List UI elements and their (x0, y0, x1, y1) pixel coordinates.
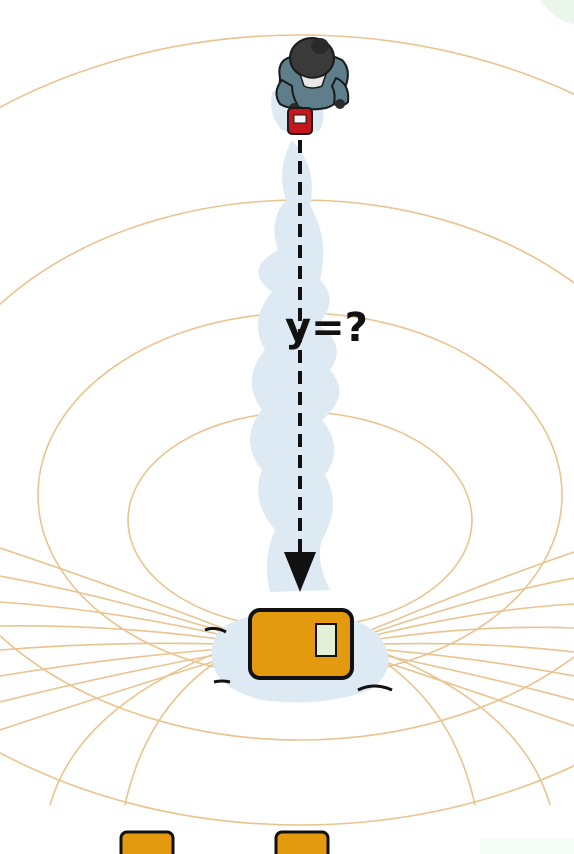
transceiver-shadow-right (357, 684, 393, 692)
field-ray-left-1 (0, 547, 249, 639)
field-ray-right-1 (351, 551, 574, 639)
corner-shade (540, 0, 574, 24)
transceiver-shadow-bottom (213, 679, 231, 684)
rescuer-hat-top (311, 38, 329, 54)
person-with-transceiver-icon (275, 37, 350, 135)
field-ray-right-4 (351, 626, 574, 644)
field-ray-left-3 (0, 601, 249, 642)
transceiver-bottom-left-body (119, 830, 175, 854)
field-ray-right-2 (351, 577, 574, 641)
field-ray-right-3 (351, 603, 574, 642)
other-transceiver-left (119, 830, 175, 854)
transceiver-screen (315, 623, 337, 657)
transceiver-bottom-right-body (274, 830, 330, 854)
rescuer-hand-right (335, 99, 345, 109)
field-line-4 (0, 34, 574, 826)
bottom-right-shade (480, 838, 574, 854)
field-ray-left-7 (0, 648, 249, 703)
avalanche-beacon-icon (204, 608, 393, 692)
distance-arrow-head (284, 552, 316, 592)
other-transceiver-right (274, 830, 330, 854)
field-ray-left-5 (0, 642, 249, 651)
field-ray-left-8 (0, 650, 249, 731)
field-ray-left-6 (0, 646, 249, 677)
distance-arrow (284, 140, 316, 592)
transceiver-shadow-left (204, 626, 227, 634)
distance-label: y=? (285, 305, 368, 351)
snow-trail-main (250, 140, 340, 592)
rescuer-collar (298, 72, 328, 89)
handheld-device-screen (293, 114, 307, 124)
